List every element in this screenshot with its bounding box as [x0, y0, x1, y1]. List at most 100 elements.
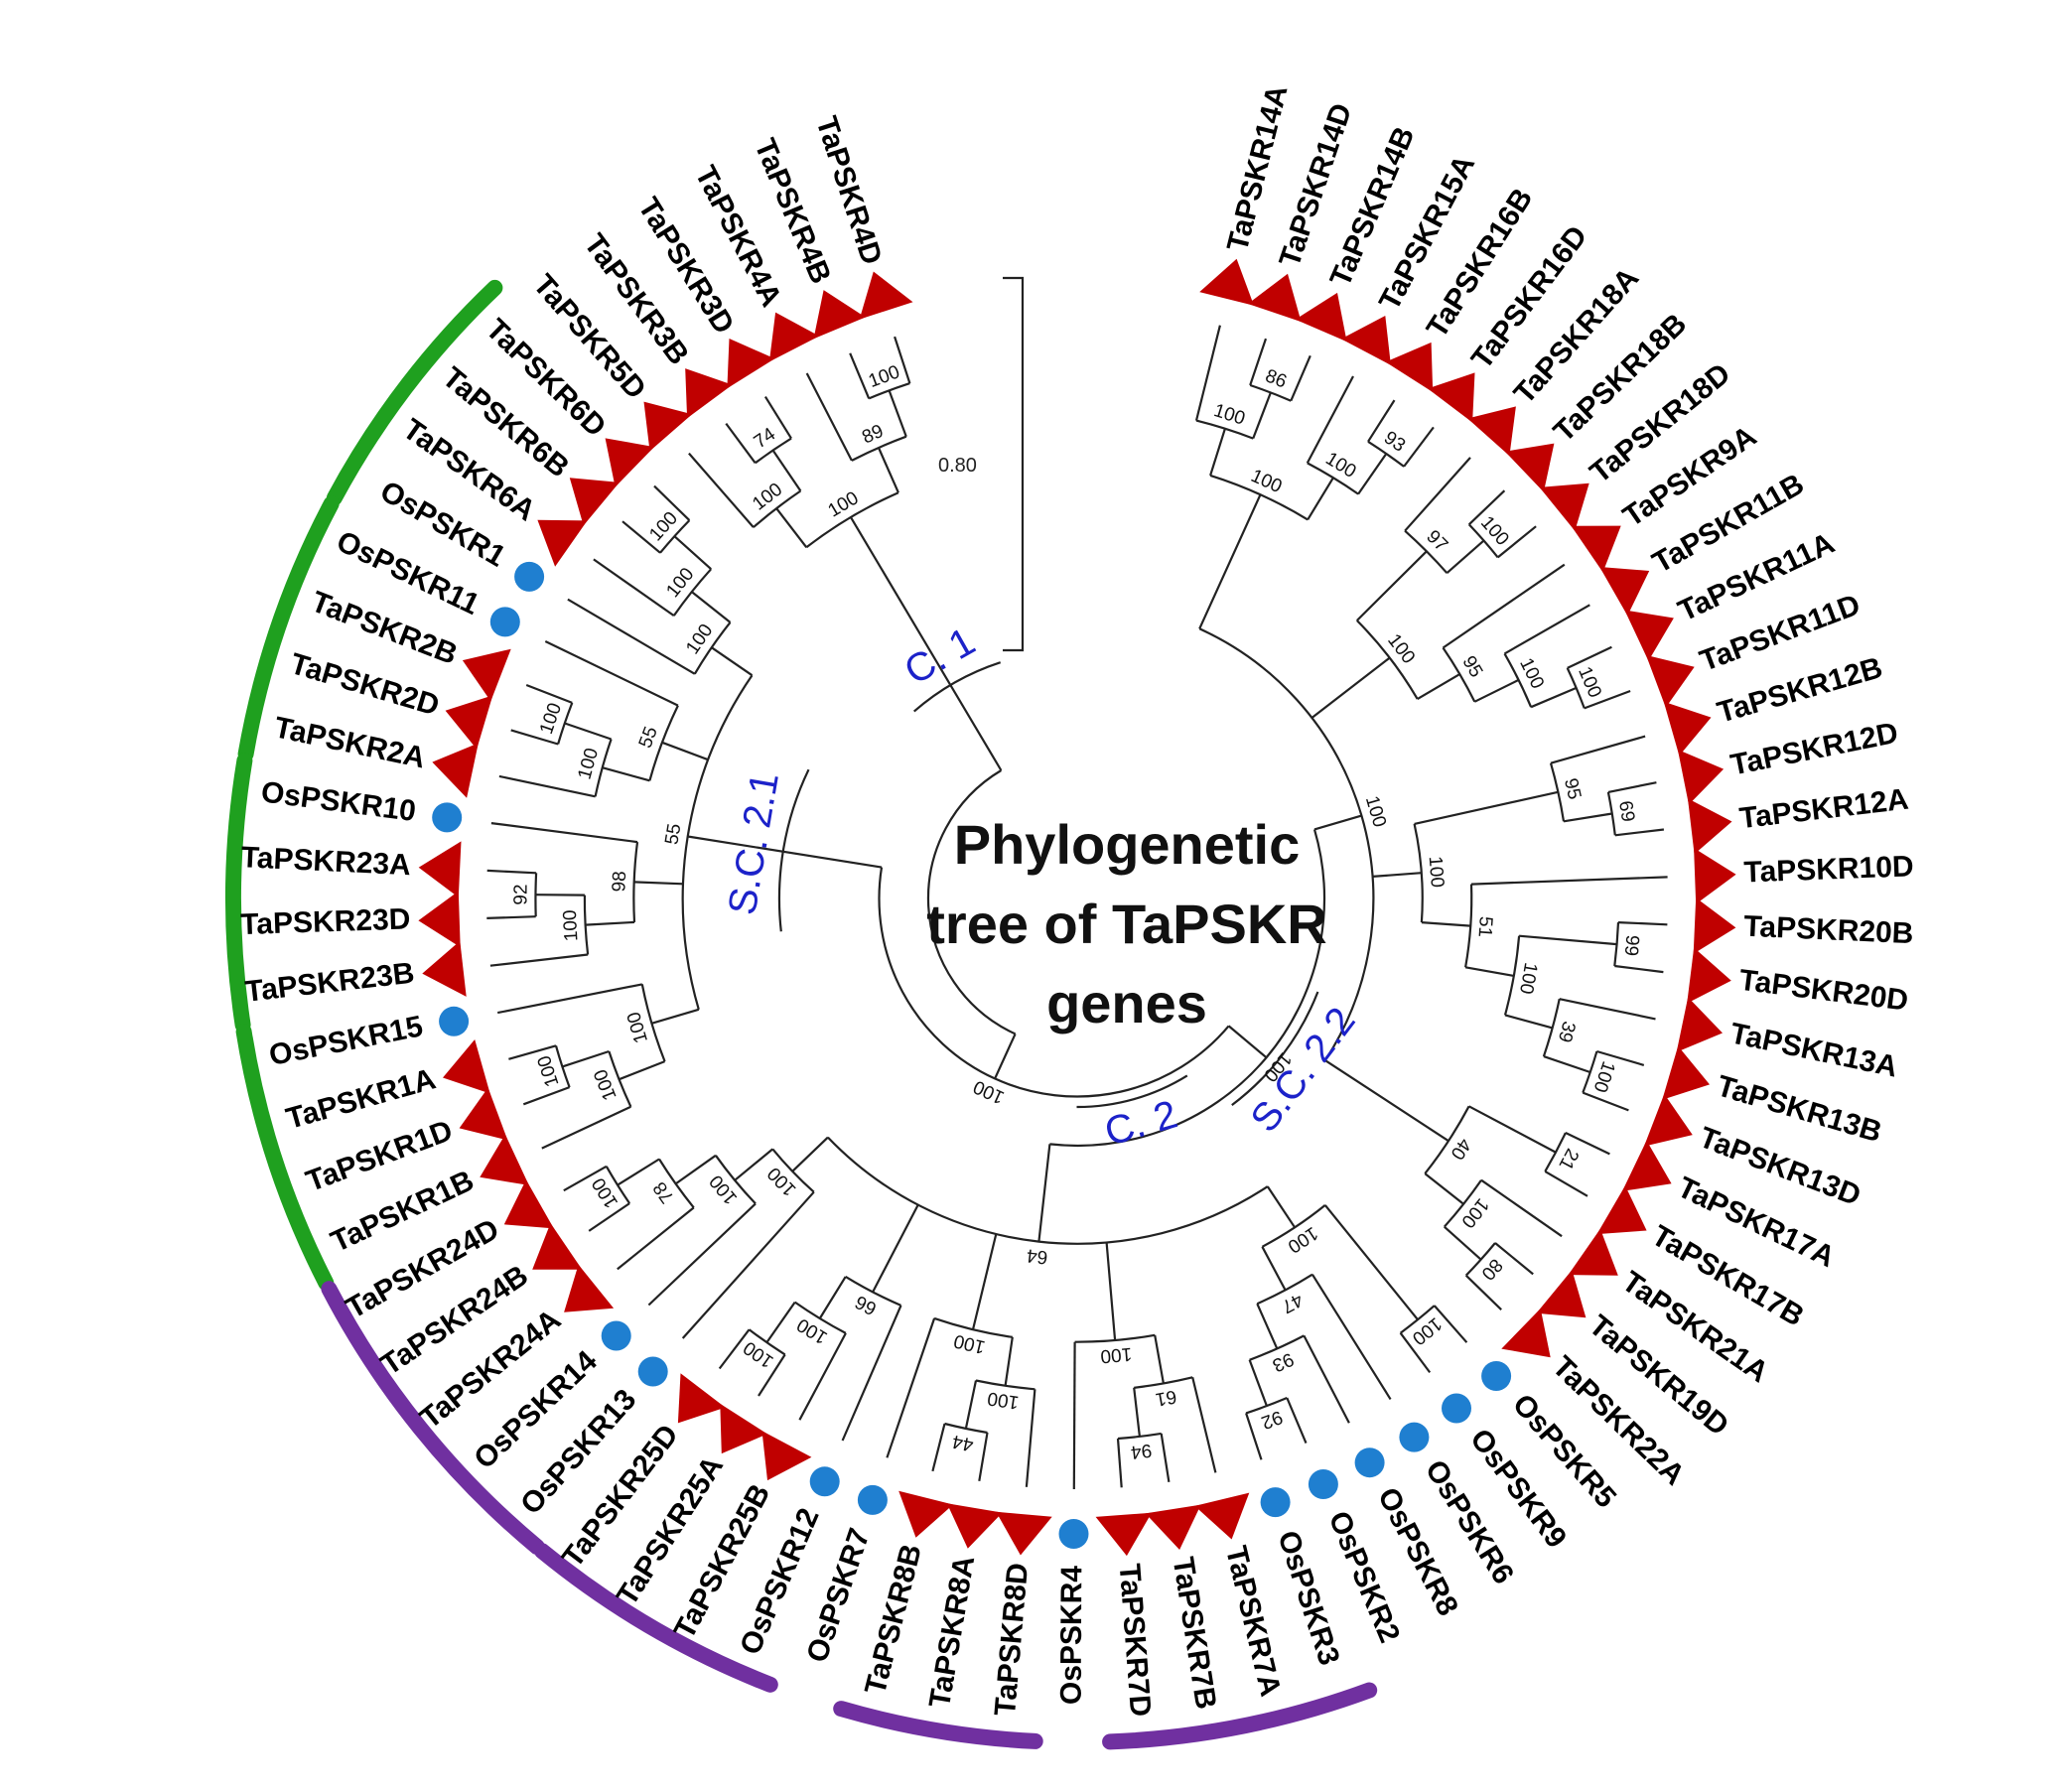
tree-branch: [1614, 828, 1665, 837]
wheat-triangle-marker: [1693, 897, 1736, 954]
bootstrap-value: 100: [740, 1336, 777, 1371]
tree-branch: [563, 1165, 608, 1192]
tree-branch-arc: [771, 1148, 815, 1193]
wheat-triangle-marker: [720, 1403, 767, 1454]
tree-branch: [1473, 678, 1520, 703]
tree-branches: [486, 325, 1668, 1490]
tree-branch-arc: [672, 568, 713, 617]
leaf-label: TaPSKR13A: [1727, 1017, 1900, 1083]
leaf-label: TaPSKR12D: [1727, 717, 1900, 782]
wheat-triangle-marker: [1662, 1045, 1710, 1100]
tree-branch: [486, 869, 537, 875]
tree-branch: [1494, 1242, 1534, 1276]
wheat-triangle-marker: [1596, 1185, 1647, 1235]
tree-branch: [1467, 489, 1506, 526]
tree-branch: [1403, 426, 1435, 468]
tree-branch: [508, 1044, 557, 1060]
group-brackets: [225, 279, 1378, 1750]
wheat-triangle-marker: [422, 940, 467, 997]
purple-group-bracket: [1102, 1682, 1378, 1750]
bootstrap-value: 94: [1129, 1440, 1153, 1462]
clade-arcs: [777, 661, 1319, 1109]
center-title: Phylogenetic tree of TaPSKR genes: [926, 813, 1326, 1034]
tree-branch: [725, 422, 757, 464]
purple-group-bracket: [833, 1701, 1043, 1749]
tree-branch: [496, 983, 643, 1015]
tree-branch: [771, 449, 802, 492]
tree-branch: [651, 1008, 700, 1025]
tree-branch: [1563, 812, 1612, 823]
bootstrap-value: 100: [1383, 630, 1419, 668]
bootstrap-value: 61: [1154, 1385, 1177, 1409]
tree-branch: [1565, 1132, 1610, 1156]
tree-branch: [1367, 399, 1396, 443]
leaf-label: OsPSKR15: [266, 1010, 425, 1072]
tree-branch: [1372, 872, 1422, 878]
tree-branch: [1249, 338, 1268, 386]
tree-branch: [791, 1136, 829, 1172]
tree-branch: [564, 722, 612, 741]
tree-branch-arc: [534, 873, 538, 917]
rice-circle-marker: [514, 561, 545, 592]
bootstrap-value: 100: [560, 909, 583, 942]
tree-branch: [1306, 375, 1354, 464]
tree-branch-arc: [851, 435, 907, 462]
leaf-label: TaPSKR23D: [240, 902, 411, 941]
tree-branch: [1324, 1059, 1449, 1143]
title-line-1: Phylogenetic: [954, 813, 1301, 876]
tree-branch-arc: [1074, 1333, 1156, 1343]
tree-branch: [1025, 1389, 1036, 1487]
wheat-triangle-marker: [1694, 848, 1736, 904]
tree-branch: [1252, 392, 1272, 439]
tree-branch: [1582, 1091, 1629, 1112]
tree-branch: [1519, 934, 1617, 946]
tree-branch-arc: [1049, 829, 1325, 1148]
tree-branch: [798, 1332, 847, 1421]
tree-branch: [1356, 550, 1428, 621]
tree-branch: [1037, 1144, 1051, 1242]
tree-branch-arc: [554, 1045, 571, 1088]
tree-branch: [1433, 1305, 1468, 1343]
bootstrap-value: 93: [1269, 1348, 1297, 1376]
wheat-triangle-marker: [1145, 1504, 1201, 1550]
wheat-triangle-marker: [1340, 316, 1391, 365]
tree-branch: [633, 881, 684, 886]
bootstrap-value: 100: [1476, 512, 1513, 550]
bootstrap-value: 100: [1408, 1312, 1446, 1348]
green-group-bracket: [326, 279, 503, 506]
tree-branch: [1004, 1336, 1014, 1386]
tree-branch: [687, 835, 883, 869]
wheat-triangle-marker: [1536, 1270, 1587, 1318]
green-group-bracket: [237, 495, 340, 762]
wheat-triangle-marker: [996, 1511, 1052, 1556]
tree-branch: [688, 452, 755, 528]
rice-circle-marker: [1399, 1422, 1430, 1452]
tree-branch: [1464, 1274, 1502, 1310]
wheat-triangle-marker: [1599, 567, 1650, 617]
tree-branch: [894, 336, 911, 384]
tree-branch: [621, 520, 661, 554]
tree-branch: [647, 1202, 757, 1307]
tree-branch: [734, 1148, 773, 1181]
tree-branch: [1550, 735, 1646, 764]
wheat-triangle-marker: [1095, 1512, 1152, 1557]
bootstrap-value: 92: [510, 884, 531, 904]
tree-branch: [1530, 686, 1578, 709]
bootstrap-value: 98: [609, 871, 630, 893]
wheat-triangle-marker: [1568, 1228, 1618, 1276]
wheat-triangle-marker: [1385, 342, 1434, 392]
leaf-label: TaPSKR2A: [271, 711, 428, 774]
bootstrap-value: 55: [661, 822, 685, 846]
wheat-triangle-marker: [1622, 1140, 1672, 1191]
bootstrap-value: 100: [970, 1075, 1008, 1107]
tree-branch: [1290, 354, 1311, 402]
tree-branch: [1160, 1433, 1171, 1482]
tree-branch: [1584, 689, 1631, 710]
wheat-triangle-marker: [532, 1223, 583, 1270]
tree-branch: [489, 953, 589, 967]
tree-branch-arc: [794, 1301, 847, 1334]
tree-branch: [888, 390, 907, 438]
tree-branch: [711, 646, 754, 677]
wheat-triangle-marker: [727, 339, 775, 389]
tree-branch: [562, 1049, 610, 1068]
